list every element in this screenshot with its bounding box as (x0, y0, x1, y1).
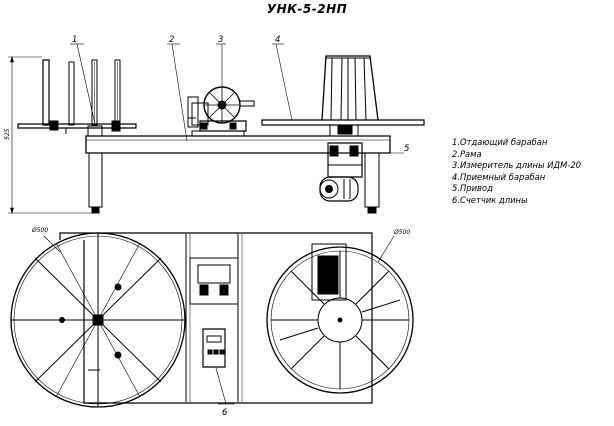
legend-item-take-up-drum: 4.Приемный барабан (452, 171, 546, 182)
callout-3: 3 (218, 35, 223, 45)
side-view: 525 (4, 44, 424, 213)
feed-drum-side (18, 60, 136, 136)
height-dimension-label: 525 (4, 128, 11, 140)
callout-6: 6 (222, 408, 228, 418)
right-drum-diameter-label: Ø500 (393, 229, 410, 236)
frame-top (60, 233, 372, 403)
callout-1: 1 (72, 35, 77, 45)
feed-drum-top (11, 233, 185, 407)
legend-item-length-meter: 3.Измеритель длины ИДМ-20 (452, 160, 581, 171)
take-up-drum-side (262, 56, 424, 136)
legend-item-length-counter: 6.Счетчик длины (452, 194, 528, 205)
height-dimension (8, 57, 98, 213)
take-up-drum-top (267, 247, 413, 393)
callout-4: 4 (275, 35, 280, 45)
callout-5: 5 (404, 144, 409, 154)
callout-2: 2 (169, 35, 174, 45)
diameter-leaders (44, 236, 394, 404)
parts-legend: 1.Отдающий барабан 2.Рама 3.Измеритель д… (452, 137, 581, 207)
legend-item-drive: 5.Привод (452, 183, 493, 194)
length-meter-side (188, 87, 254, 136)
top-view (11, 233, 413, 407)
legend-item-feed-drum: 1.Отдающий барабан (452, 137, 548, 147)
drawing-title: УНК-5-2НП (266, 2, 348, 16)
left-drum-diameter-label: Ø500 (31, 227, 48, 234)
drive-side (320, 143, 362, 201)
legend-item-frame: 2.Рама (452, 148, 482, 159)
leader-lines-side (70, 44, 404, 153)
